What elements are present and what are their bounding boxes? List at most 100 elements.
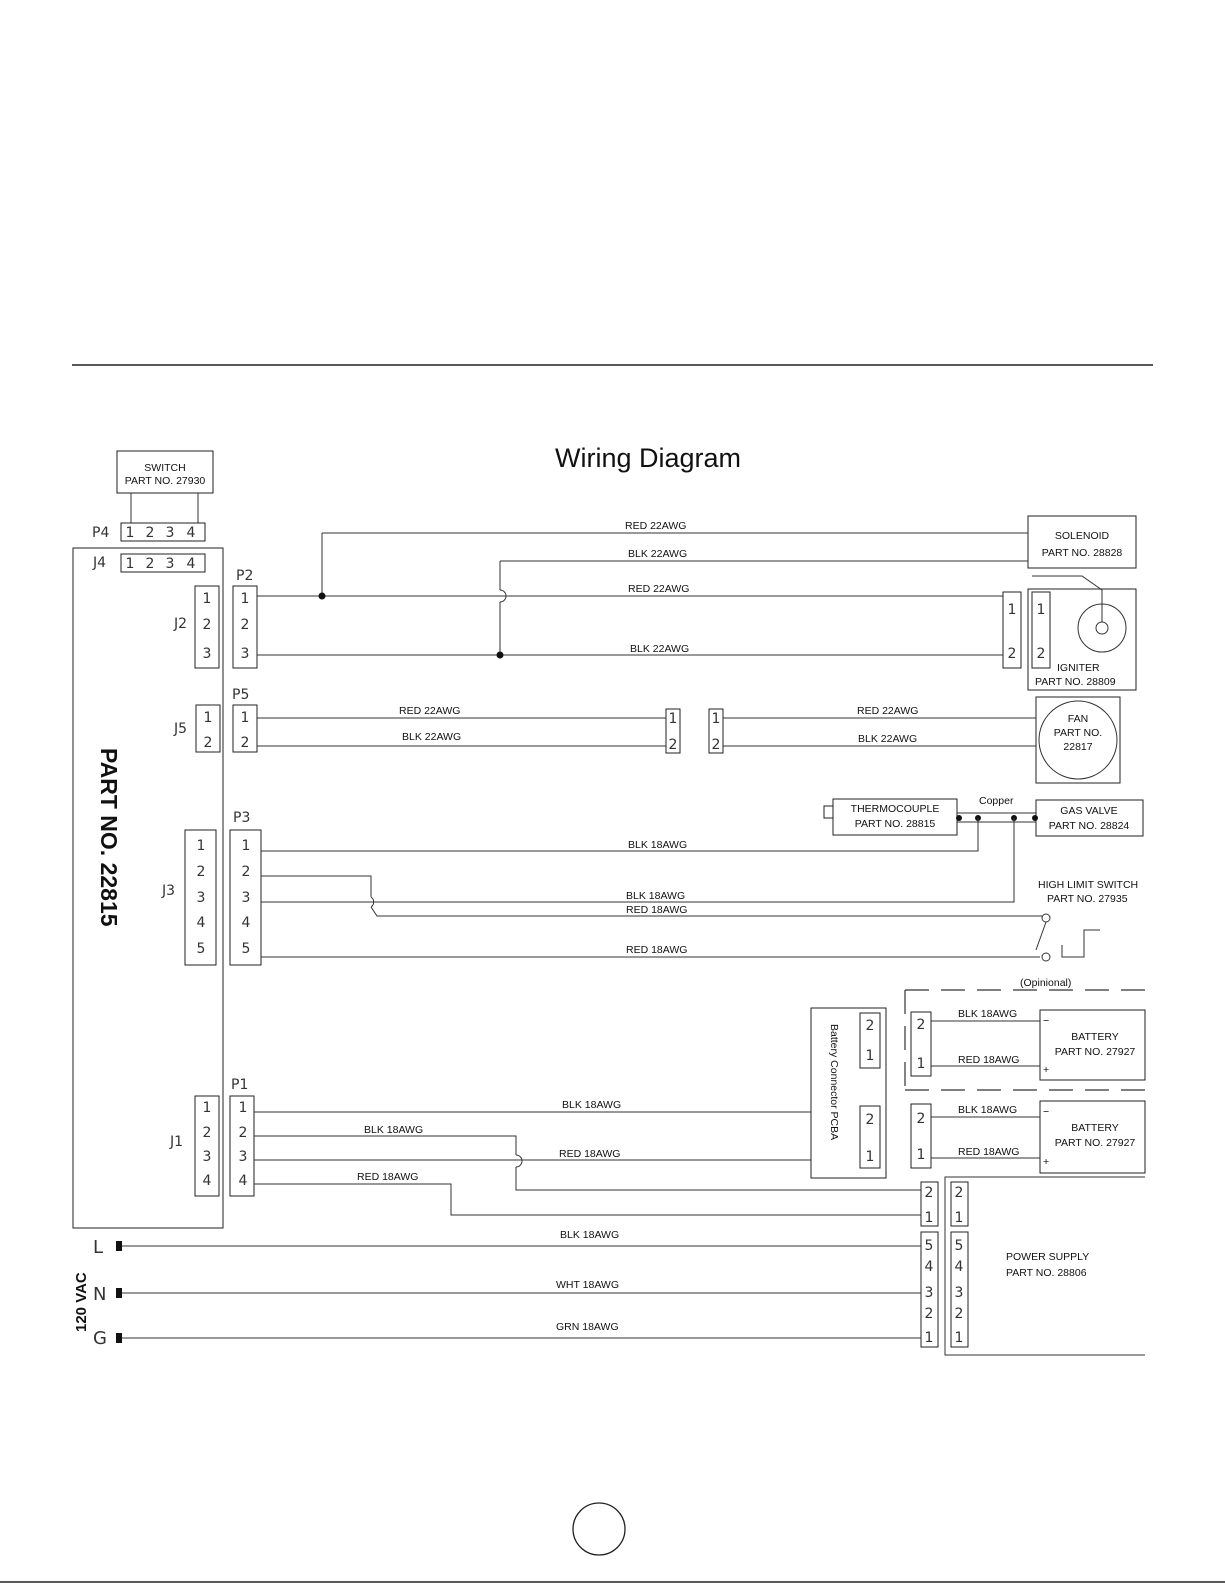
- connector-p3: P3 123 45: [229, 810, 262, 966]
- svg-text:5: 5: [197, 941, 206, 957]
- wire-label: BLK 22AWG: [628, 548, 687, 560]
- wire-label: BLK 18AWG: [562, 1099, 621, 1111]
- svg-text:1: 1: [669, 711, 678, 727]
- svg-text:PART NO. 28828: PART NO. 28828: [1042, 547, 1123, 559]
- wire-label: RED 22AWG: [625, 520, 686, 532]
- svg-text:P4: P4: [92, 525, 109, 541]
- wire-label: BLK 22AWG: [858, 733, 917, 745]
- svg-text:1: 1: [925, 1330, 934, 1346]
- svg-text:1: 1: [242, 838, 251, 854]
- svg-text:3: 3: [925, 1285, 934, 1301]
- svg-text:J1: J1: [169, 1134, 183, 1150]
- svg-text:2: 2: [146, 525, 155, 541]
- svg-text:SOLENOID: SOLENOID: [1055, 530, 1110, 542]
- svg-text:1: 1: [866, 1149, 875, 1165]
- svg-text:4: 4: [197, 915, 206, 931]
- svg-text:3: 3: [166, 525, 175, 541]
- optional-label: (Opinional): [1020, 977, 1071, 989]
- wire-label: RED 18AWG: [357, 1171, 418, 1183]
- svg-text:2: 2: [146, 556, 155, 572]
- connector-p1: P1 12 34: [229, 1077, 255, 1197]
- svg-text:2: 2: [669, 737, 678, 753]
- svg-text:3: 3: [203, 1149, 212, 1165]
- connector-j5: J5 12: [173, 704, 221, 753]
- svg-text:4: 4: [187, 525, 196, 541]
- wire-label: GRN 18AWG: [556, 1321, 619, 1333]
- wire-label: RED 22AWG: [399, 705, 460, 717]
- main-board-part: PART NO. 22815: [96, 748, 122, 927]
- svg-text:BATTERY: BATTERY: [1071, 1031, 1118, 1043]
- svg-text:1: 1: [917, 1056, 926, 1072]
- diagram-title: Wiring Diagram: [555, 443, 741, 473]
- svg-text:3: 3: [955, 1285, 964, 1301]
- svg-text:P3: P3: [233, 810, 250, 826]
- svg-text:2: 2: [925, 1185, 934, 1201]
- svg-text:2: 2: [204, 735, 213, 751]
- battery: 21 BATTERY PART NO. 27927 − +: [910, 1100, 1146, 1174]
- svg-text:HIGH LIMIT SWITCH: HIGH LIMIT SWITCH: [1038, 879, 1138, 891]
- wire-label: BLK 18AWG: [958, 1008, 1017, 1020]
- svg-text:1: 1: [241, 591, 250, 607]
- optional-outline: [904, 989, 1145, 1091]
- svg-text:PART NO. 28809: PART NO. 28809: [1035, 676, 1116, 688]
- svg-text:1: 1: [197, 838, 206, 854]
- gas-valve-component: GAS VALVE PART NO. 28824: [1035, 799, 1144, 837]
- svg-text:4: 4: [187, 556, 196, 572]
- wire-label: BLK 18AWG: [628, 839, 687, 851]
- wire-label: RED 18AWG: [958, 1054, 1019, 1066]
- svg-text:L: L: [93, 1237, 103, 1258]
- wire-label: RED 18AWG: [559, 1148, 620, 1160]
- svg-text:J4: J4: [92, 555, 106, 571]
- svg-text:1: 1: [955, 1210, 964, 1226]
- wire-label: RED 18AWG: [626, 944, 687, 956]
- wire-label: BLK 18AWG: [364, 1124, 423, 1136]
- copper-label: Copper: [979, 795, 1014, 807]
- svg-text:22817: 22817: [1063, 741, 1092, 753]
- solenoid-component: SOLENOID PART NO. 28828: [1027, 515, 1137, 569]
- svg-text:1: 1: [925, 1210, 934, 1226]
- ac-input: 120 VAC L N G: [73, 1237, 921, 1349]
- svg-text:2: 2: [239, 1125, 248, 1141]
- svg-text:5: 5: [242, 941, 251, 957]
- svg-text:J5: J5: [173, 721, 187, 737]
- svg-text:P5: P5: [232, 687, 249, 703]
- svg-text:2: 2: [242, 864, 251, 880]
- svg-text:1: 1: [126, 525, 135, 541]
- wire-label: BLK 18AWG: [958, 1104, 1017, 1116]
- wire-label: RED 18AWG: [958, 1146, 1019, 1158]
- svg-text:2: 2: [712, 737, 721, 753]
- igniter-component: 12 12 IGNITER PART NO. 28809: [1002, 575, 1137, 691]
- svg-text:1: 1: [241, 710, 250, 726]
- svg-text:2: 2: [203, 617, 212, 633]
- svg-text:1: 1: [239, 1100, 248, 1116]
- svg-text:120 VAC: 120 VAC: [73, 1272, 90, 1332]
- svg-text:1: 1: [1037, 602, 1046, 618]
- svg-text:G: G: [93, 1328, 107, 1349]
- svg-text:4: 4: [925, 1259, 934, 1275]
- thermocouple-component: THERMOCOUPLE PART NO. 28815: [823, 798, 958, 836]
- wire-label: WHT 18AWG: [556, 1279, 619, 1291]
- svg-text:2: 2: [917, 1111, 926, 1127]
- svg-text:2: 2: [241, 735, 250, 751]
- svg-text:4: 4: [955, 1259, 964, 1275]
- svg-text:1: 1: [955, 1330, 964, 1346]
- wire-label: RED 18AWG: [626, 904, 687, 916]
- svg-text:GAS VALVE: GAS VALVE: [1060, 805, 1117, 817]
- svg-text:3: 3: [203, 646, 212, 662]
- svg-text:P1: P1: [231, 1077, 248, 1093]
- svg-text:2: 2: [197, 864, 206, 880]
- connector-p2: P2 123: [232, 568, 258, 669]
- svg-text:PART NO. 28824: PART NO. 28824: [1049, 820, 1130, 832]
- connector-p5: P5 1 2: [232, 687, 258, 753]
- svg-text:PART NO.: PART NO.: [1054, 727, 1102, 739]
- wire-label: BLK 18AWG: [626, 890, 685, 902]
- svg-text:3: 3: [239, 1149, 248, 1165]
- svg-text:2: 2: [955, 1185, 964, 1201]
- svg-text:1: 1: [917, 1147, 926, 1163]
- svg-text:BATTERY: BATTERY: [1071, 1122, 1118, 1134]
- svg-text:N: N: [93, 1284, 106, 1305]
- wire-label: BLK 18AWG: [560, 1229, 619, 1241]
- svg-text:2: 2: [1037, 646, 1046, 662]
- svg-text:Battery Connector PCBA: Battery Connector PCBA: [828, 1024, 840, 1140]
